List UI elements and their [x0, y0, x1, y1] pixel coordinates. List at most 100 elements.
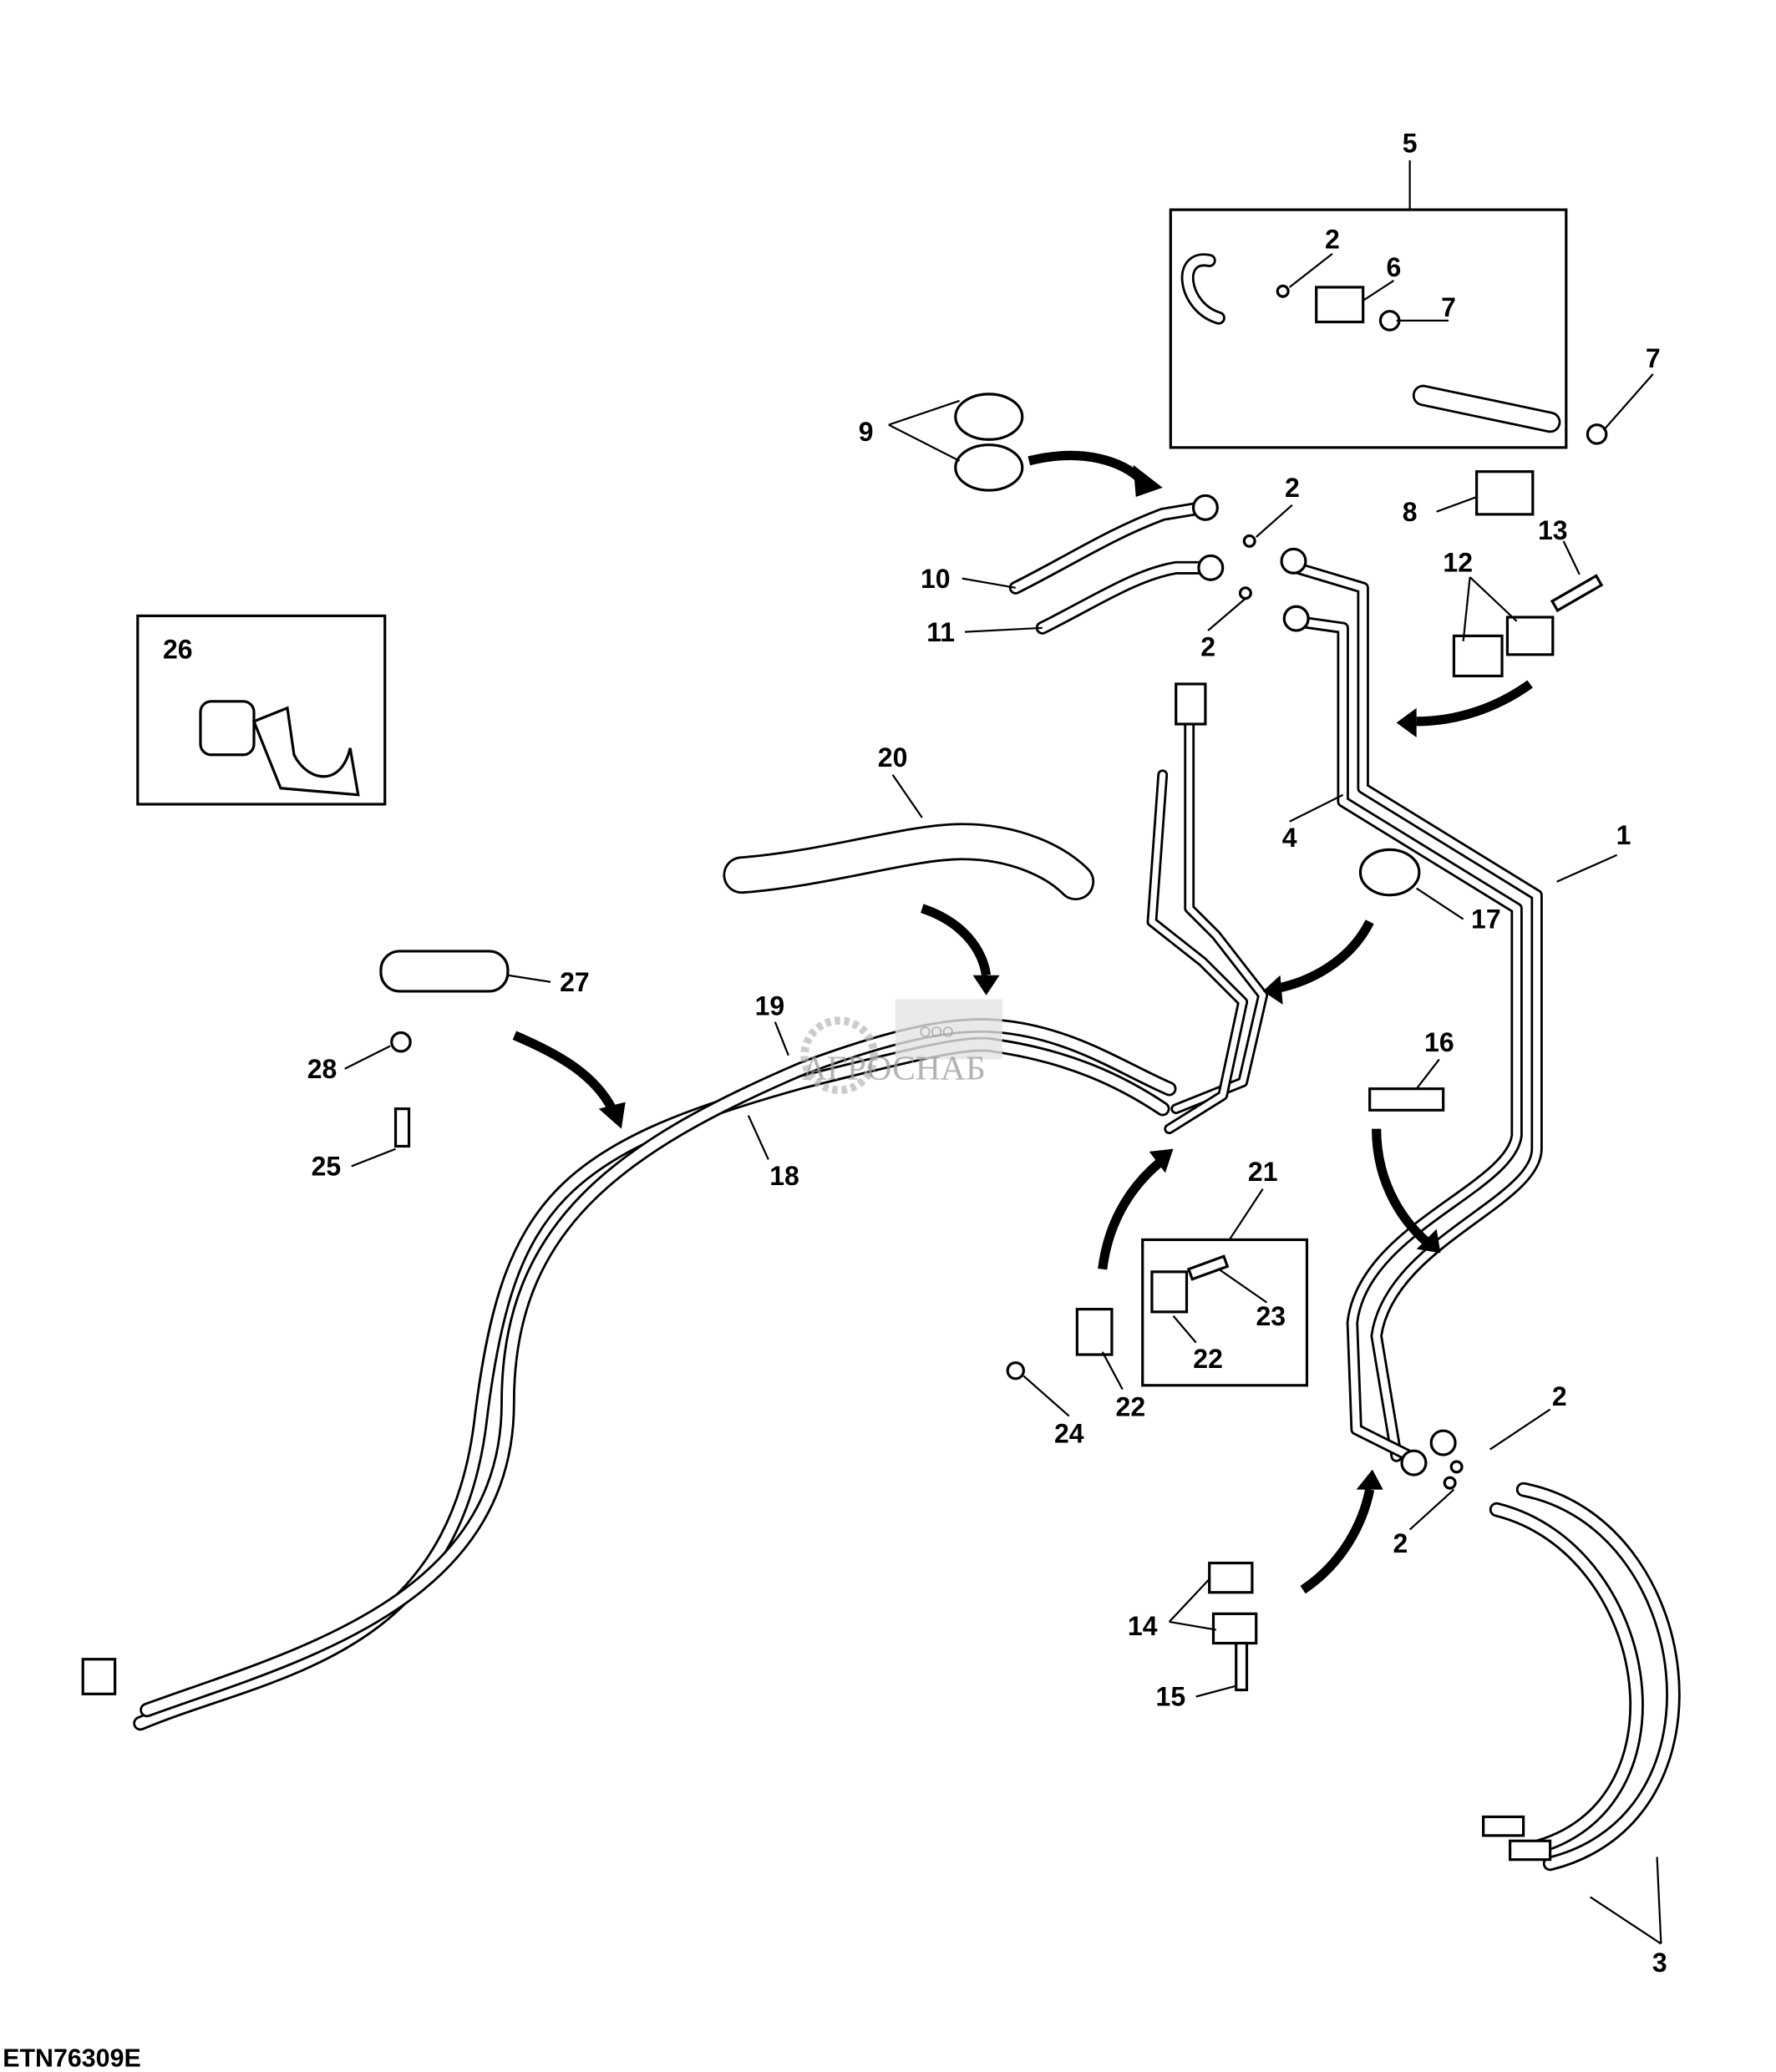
callout-label-19: 19	[755, 991, 785, 1021]
callout-label-2: 2	[1552, 1381, 1567, 1411]
callout-label-7: 7	[1646, 343, 1661, 373]
leader-line	[1415, 1058, 1440, 1090]
arrow-20	[920, 904, 992, 976]
bolt-23	[1186, 1254, 1230, 1281]
leader-lines	[344, 160, 1662, 1945]
bolt-25	[393, 1107, 411, 1148]
leader-line	[351, 1147, 396, 1168]
callout-label-15: 15	[1156, 1682, 1186, 1712]
leader-line	[1416, 887, 1464, 920]
nut-c	[1280, 547, 1307, 575]
watermark-logo: ООО АГРОСНАБ	[800, 999, 1002, 1095]
callout-label-11: 11	[926, 617, 955, 647]
nut-24	[1006, 1361, 1025, 1380]
leader-line	[1228, 1188, 1264, 1241]
bolt-13	[1550, 574, 1604, 613]
leader-line	[1469, 576, 1518, 622]
washer-2e	[1443, 1476, 1457, 1490]
leader-line	[1218, 1268, 1268, 1304]
clamp-22a	[1075, 1308, 1114, 1356]
callout-label-10: 10	[921, 564, 951, 594]
arrow-12	[1416, 680, 1533, 727]
leader-line	[1255, 504, 1293, 538]
leader-line	[1556, 854, 1618, 883]
leader-line	[1289, 793, 1344, 823]
callout-label-20: 20	[878, 742, 908, 773]
leader-line	[1101, 1351, 1124, 1391]
leader-line	[1168, 1578, 1210, 1623]
leader-line	[891, 774, 923, 818]
callout-label-5: 5	[1403, 128, 1418, 158]
leader-line	[1589, 1896, 1662, 1945]
leader-line	[1362, 279, 1395, 301]
clamp-12a	[1452, 634, 1504, 678]
leader-line	[747, 1115, 769, 1160]
hose-19-fill	[142, 1020, 1175, 1715]
arrow-27	[512, 1031, 617, 1112]
leader-line	[1169, 1620, 1216, 1631]
callout-label-28: 28	[307, 1054, 337, 1084]
arrow-9-head	[1133, 464, 1163, 498]
leader-line	[962, 577, 1016, 589]
callout-label-9: 9	[859, 417, 874, 447]
bolt-15	[1235, 1641, 1249, 1692]
callout-label-27: 27	[560, 967, 590, 997]
leader-line	[964, 626, 1043, 633]
leader-line	[774, 1021, 789, 1056]
callout-label-4: 4	[1282, 823, 1297, 853]
hose-3a-fill	[1518, 1484, 1678, 1869]
arrow-27-head	[598, 1102, 626, 1129]
callout-label-6: 6	[1387, 252, 1402, 282]
hose-11-fill	[1038, 563, 1214, 633]
bracket-26	[251, 706, 360, 797]
callout-label-13: 13	[1538, 515, 1568, 545]
leader-line	[888, 399, 960, 426]
hose-20-fill	[725, 825, 1093, 899]
detail-boxes	[136, 208, 1568, 1387]
hoses-and-pipes	[133, 253, 1681, 1872]
detail-box-21	[1141, 1238, 1309, 1387]
leader-line	[507, 974, 551, 983]
nut-b	[1197, 554, 1225, 581]
hose-6-tube-fill	[1414, 387, 1559, 431]
watermark-prefix: ООО	[920, 1023, 954, 1040]
arrow-9	[1028, 450, 1146, 484]
leader-line	[1656, 1857, 1662, 1944]
leader-line	[888, 423, 961, 462]
callout-label-7: 7	[1441, 292, 1456, 322]
leader-line	[1172, 1315, 1197, 1344]
hose-10-fill	[1011, 503, 1207, 593]
washer-2a	[1242, 534, 1256, 548]
arrow-21	[1098, 1158, 1164, 1270]
hose-3b-fill	[1491, 1504, 1642, 1856]
arrow-16-head	[1416, 1229, 1441, 1254]
washer-2b	[1238, 586, 1252, 600]
callout-label-25: 25	[312, 1152, 342, 1182]
arrow-12-head	[1396, 707, 1417, 737]
callout-label-21: 21	[1248, 1157, 1278, 1187]
callout-label-22: 22	[1116, 1392, 1146, 1422]
arrow-17	[1275, 919, 1374, 994]
clip-16	[1368, 1087, 1445, 1112]
callout-label-2: 2	[1325, 225, 1340, 255]
leader-line	[1288, 253, 1333, 288]
fitting-6	[1315, 286, 1365, 324]
arrow-17-head	[1262, 975, 1283, 1005]
callout-label-2: 2	[1285, 473, 1300, 503]
leader-line	[1462, 576, 1471, 641]
hose-3b	[1489, 1502, 1644, 1858]
nut-f	[1400, 1449, 1428, 1477]
fitting-top	[1175, 682, 1207, 726]
small-parts	[81, 284, 1608, 1862]
grommet-9a	[954, 393, 1024, 441]
callout-label-18: 18	[769, 1161, 799, 1191]
arrow-16	[1372, 1128, 1431, 1246]
grommet-17	[1358, 848, 1421, 897]
pipe-upper-b-fill	[1149, 772, 1246, 1132]
callout-label-1: 1	[1616, 820, 1631, 850]
callout-label-3: 3	[1652, 1948, 1667, 1978]
pipe-4-fill	[1292, 617, 1521, 1460]
clamp-14a	[1208, 1561, 1254, 1594]
